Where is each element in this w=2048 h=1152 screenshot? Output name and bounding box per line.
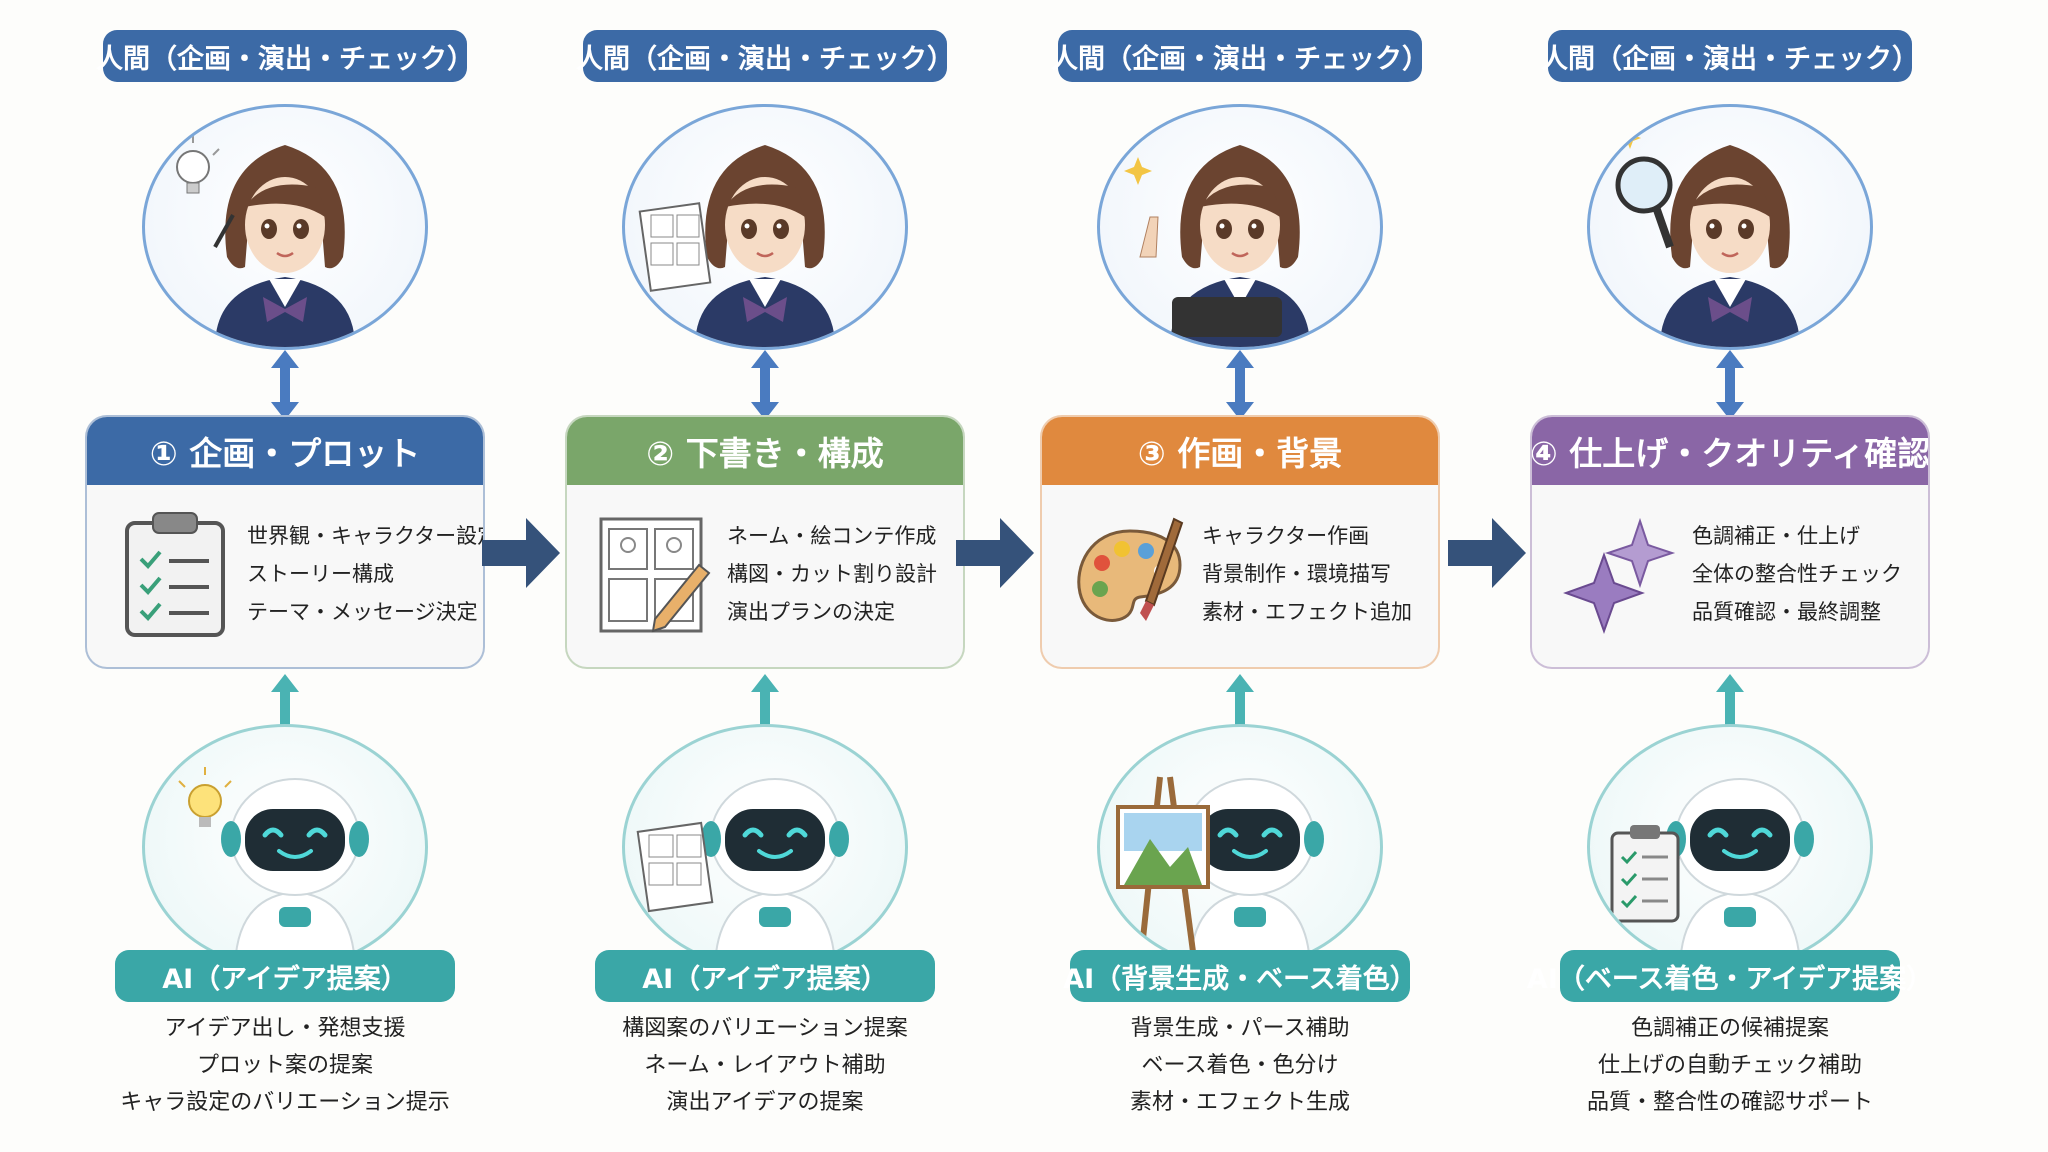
stage-task: ネーム・絵コンテ作成 — [727, 524, 937, 548]
stage-card: ③ 作画・背景 キャラクター作画背景制作・環境描写素材・エフェクト追加 — [1040, 415, 1440, 669]
stage-task: 全体の整合性チェック — [1692, 562, 1902, 586]
ai-task: 演出アイデアの提案 — [666, 1090, 864, 1115]
ai-robot-illustration — [142, 724, 428, 970]
human-character-illustration — [1587, 104, 1873, 350]
ai-role-label: AI（アイデア提案） — [595, 950, 935, 1002]
lightbulb-icon — [166, 135, 220, 194]
human-link-arrow-icon — [750, 350, 780, 420]
stage-task: キャラクター作画 — [1202, 524, 1370, 548]
human-character-illustration — [142, 104, 428, 350]
stage-title: ④ 仕上げ・クオリティ確認 — [1532, 417, 1928, 485]
human-role-label: 人間（企画・演出・チェック） — [1051, 30, 1429, 82]
stage-card: ② 下書き・構成 ネーム・絵コンテ作成構図・カット割り設計演出プランの決定 — [565, 415, 965, 669]
stage-task: 素材・エフェクト追加 — [1202, 600, 1412, 624]
clipboard-checklist-icon — [115, 509, 235, 639]
sparkle-icon — [1560, 509, 1680, 639]
ai-task: キャラ設定のバリエーション提示 — [120, 1090, 450, 1115]
ai-task-list: 背景生成・パース補助ベース着色・色分け素材・エフェクト生成 — [1030, 1010, 1450, 1121]
stage-column: 人間（企画・演出・チェック） ③ 作画・背景 — [1030, 0, 1450, 1152]
ai-task: ベース着色・色分け — [1141, 1053, 1339, 1078]
stage-column: 人間（企画・演出・チェック） ④ 仕上げ・クオリティ確認 色調補正・仕上げ全体の… — [1520, 0, 1940, 1152]
human-link-arrow-icon — [1225, 350, 1255, 420]
stage-title: ① 企画・プロット — [87, 417, 483, 485]
ai-role-label: AI（アイデア提案） — [115, 950, 455, 1002]
ai-task: 品質・整合性の確認サポート — [1586, 1090, 1873, 1115]
ai-robot-illustration — [1097, 724, 1383, 970]
stage-column: 人間（企画・演出・チェック） ② 下書き・構成 ネーム・絵 — [555, 0, 975, 1152]
stage-task: テーマ・メッセージ決定 — [247, 600, 478, 624]
stage-task-list: ネーム・絵コンテ作成構図・カット割り設計演出プランの決定 — [727, 517, 957, 631]
stage-task-list: 世界観・キャラクター設定ストーリー構成テーマ・メッセージ決定 — [247, 517, 485, 631]
human-link-arrow-icon — [270, 350, 300, 420]
storyboard-icon — [638, 202, 712, 292]
clipboard-icon — [1610, 825, 1680, 923]
ai-robot-illustration — [622, 724, 908, 970]
ai-task: 仕上げの自動チェック補助 — [1597, 1053, 1862, 1078]
palette-brush-icon — [1070, 509, 1190, 639]
sparkle-icon — [1619, 127, 1641, 149]
flow-arrow-right-icon — [956, 518, 1034, 588]
stage-task: 品質確認・最終調整 — [1692, 600, 1881, 624]
stage-title: ② 下書き・構成 — [567, 417, 963, 485]
stage-task: 構図・カット割り設計 — [727, 562, 937, 586]
ai-role-label: AI（ベース着色・アイデア提案） — [1527, 950, 1933, 1002]
lightbulb-icon — [178, 767, 232, 827]
storyboard-pencil-icon — [595, 509, 715, 639]
human-role-label: 人間（企画・演出・チェック） — [96, 30, 474, 82]
human-character-illustration — [622, 104, 908, 350]
stage-card: ① 企画・プロット 世界観・キャラクター設定ストーリー構成テーマ・メッセージ決定 — [85, 415, 485, 669]
ai-role-label: AI（背景生成・ベース着色） — [1063, 950, 1417, 1002]
ai-task-list: アイデア出し・発想支援プロット案の提案キャラ設定のバリエーション提示 — [75, 1010, 495, 1121]
flow-arrow-right-icon — [482, 518, 560, 588]
stage-task-list: キャラクター作画背景制作・環境描写素材・エフェクト追加 — [1202, 517, 1432, 631]
ai-task-list: 構図案のバリエーション提案ネーム・レイアウト補助演出アイデアの提案 — [555, 1010, 975, 1121]
storyboard-icon — [636, 821, 714, 913]
stage-task: 世界観・キャラクター設定 — [247, 524, 485, 548]
ai-task-list: 色調補正の候補提案仕上げの自動チェック補助品質・整合性の確認サポート — [1520, 1010, 1940, 1121]
stage-task: 色調補正・仕上げ — [1692, 524, 1860, 548]
ai-task: 背景生成・パース補助 — [1130, 1016, 1350, 1041]
ai-task: ネーム・レイアウト補助 — [644, 1053, 886, 1078]
stage-task-list: 色調補正・仕上げ全体の整合性チェック品質確認・最終調整 — [1692, 517, 1922, 631]
ai-task: 色調補正の候補提案 — [1630, 1016, 1829, 1041]
human-role-label: 人間（企画・演出・チェック） — [1541, 30, 1919, 82]
stage-task: 演出プランの決定 — [727, 600, 895, 624]
stage-column: 人間（企画・演出・チェック） ① 企画・プロット 世界観・キャラクター設 — [75, 0, 495, 1152]
ai-robot-illustration — [1587, 724, 1873, 970]
stage-task: 背景制作・環境描写 — [1202, 562, 1391, 586]
human-link-arrow-icon — [1715, 350, 1745, 420]
ai-task: 構図案のバリエーション提案 — [622, 1016, 908, 1041]
human-role-label: 人間（企画・演出・チェック） — [576, 30, 954, 82]
easel-icon — [1116, 776, 1210, 967]
ai-task: 素材・エフェクト生成 — [1129, 1090, 1350, 1115]
magnifier-icon — [1615, 156, 1674, 249]
ai-task: プロット案の提案 — [196, 1053, 373, 1078]
stage-task: ストーリー構成 — [247, 562, 394, 586]
ai-task: アイデア出し・発想支援 — [164, 1016, 406, 1041]
tablet-icon — [1172, 297, 1282, 337]
sparkle-icon — [1124, 157, 1152, 185]
human-character-illustration — [1097, 104, 1383, 350]
stage-card: ④ 仕上げ・クオリティ確認 色調補正・仕上げ全体の整合性チェック品質確認・最終調… — [1530, 415, 1930, 669]
flow-arrow-right-icon — [1448, 518, 1526, 588]
stage-title: ③ 作画・背景 — [1042, 417, 1438, 485]
